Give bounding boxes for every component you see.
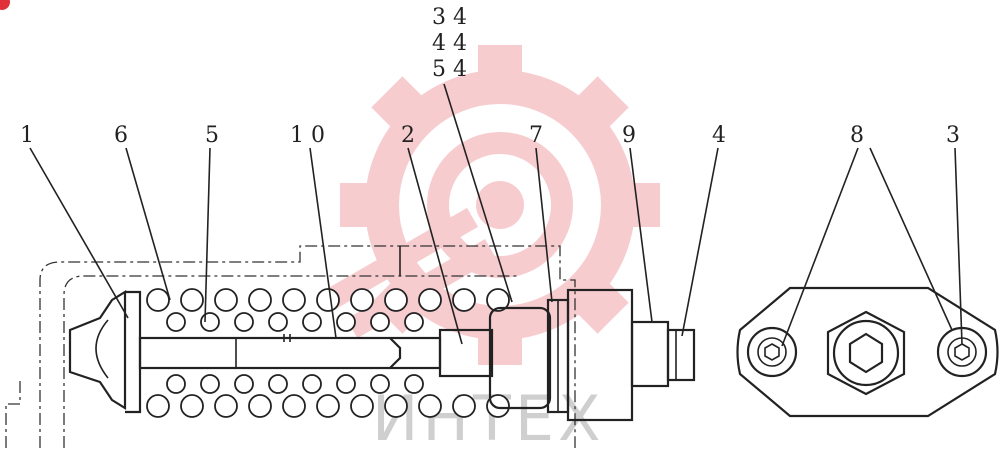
label-54: 5 4 <box>432 57 467 82</box>
label-10: 1 0 <box>290 123 325 148</box>
housing-inner <box>63 275 520 448</box>
spring-coil <box>370 374 390 394</box>
spring-coil <box>486 394 510 418</box>
hex-socket-right-icon <box>954 343 970 361</box>
rod-tick <box>283 334 291 342</box>
valve-seat <box>68 290 127 410</box>
spring-coil <box>146 394 170 418</box>
bolt-head-left <box>757 337 787 367</box>
spring-coil <box>180 288 204 312</box>
gear-tooth <box>478 325 522 365</box>
spring-coil <box>404 374 424 394</box>
spring-coil <box>282 288 306 312</box>
corner-badge <box>0 0 10 10</box>
lock-nut <box>630 320 670 388</box>
housing-left-lines <box>5 380 21 448</box>
label-9: 9 <box>622 123 636 148</box>
spring-coil <box>234 374 254 394</box>
label-7: 7 <box>529 123 543 148</box>
plug-body <box>488 306 552 410</box>
retainer-plate <box>125 290 142 414</box>
spring-coil <box>268 374 288 394</box>
spring-coil <box>316 288 340 312</box>
spring-coil <box>166 312 186 332</box>
label-8: 8 <box>850 123 864 148</box>
label-6: 6 <box>114 123 128 148</box>
spring-coil <box>316 394 340 418</box>
spring-coil <box>248 394 272 418</box>
leader-lines <box>29 83 963 347</box>
label-44: 4 4 <box>432 31 467 56</box>
spring-coil <box>248 288 272 312</box>
spring-coil <box>146 288 170 312</box>
label-2: 2 <box>401 123 415 148</box>
label-1: 1 <box>20 123 34 148</box>
spring-coil <box>336 374 356 394</box>
spring-coil <box>418 394 442 418</box>
spring-coil <box>452 394 476 418</box>
spring-coil <box>268 312 288 332</box>
spring-coil <box>350 394 374 418</box>
spring-coil <box>214 394 238 418</box>
spring-coil <box>302 374 322 394</box>
center-hex-nut <box>826 310 906 396</box>
gear-tooth <box>478 45 522 85</box>
spring-coil <box>166 374 186 394</box>
spring-coil <box>180 394 204 418</box>
spring-coil <box>200 374 220 394</box>
center-nut-circle <box>832 319 900 387</box>
watermark-text: ИНТЕХ <box>372 382 605 452</box>
hex-socket-left-icon <box>764 343 780 361</box>
seat-ball <box>95 319 109 379</box>
bolt-hole-left <box>746 326 798 378</box>
spring-coil <box>350 288 374 312</box>
spring-coil <box>384 288 408 312</box>
label-3: 3 <box>946 123 960 148</box>
adjust-screw <box>666 328 696 382</box>
spring-coil <box>214 288 238 312</box>
label-34: 3 4 <box>432 5 467 30</box>
spring-coil <box>452 288 476 312</box>
spring-coil <box>404 312 424 332</box>
spool-sleeve <box>438 328 494 378</box>
gear-tooth <box>620 183 660 227</box>
gear-tooth <box>569 76 629 136</box>
center-hex-socket-icon <box>848 332 884 374</box>
flange-plate <box>736 286 999 418</box>
spring-coil <box>370 312 390 332</box>
label-5: 5 <box>205 123 219 148</box>
gear-tooth <box>371 76 431 136</box>
spring-coil <box>384 394 408 418</box>
spring-coil <box>336 312 356 332</box>
housing-outline <box>39 245 576 448</box>
spring-coil <box>234 312 254 332</box>
spring-coil <box>486 288 510 312</box>
label-4: 4 <box>712 123 726 148</box>
spring-coil <box>418 288 442 312</box>
spring-coil <box>302 312 322 332</box>
gear-tooth <box>340 183 380 227</box>
spring-coil <box>200 312 220 332</box>
rod-taper <box>389 337 402 369</box>
spring-coil <box>282 394 306 418</box>
